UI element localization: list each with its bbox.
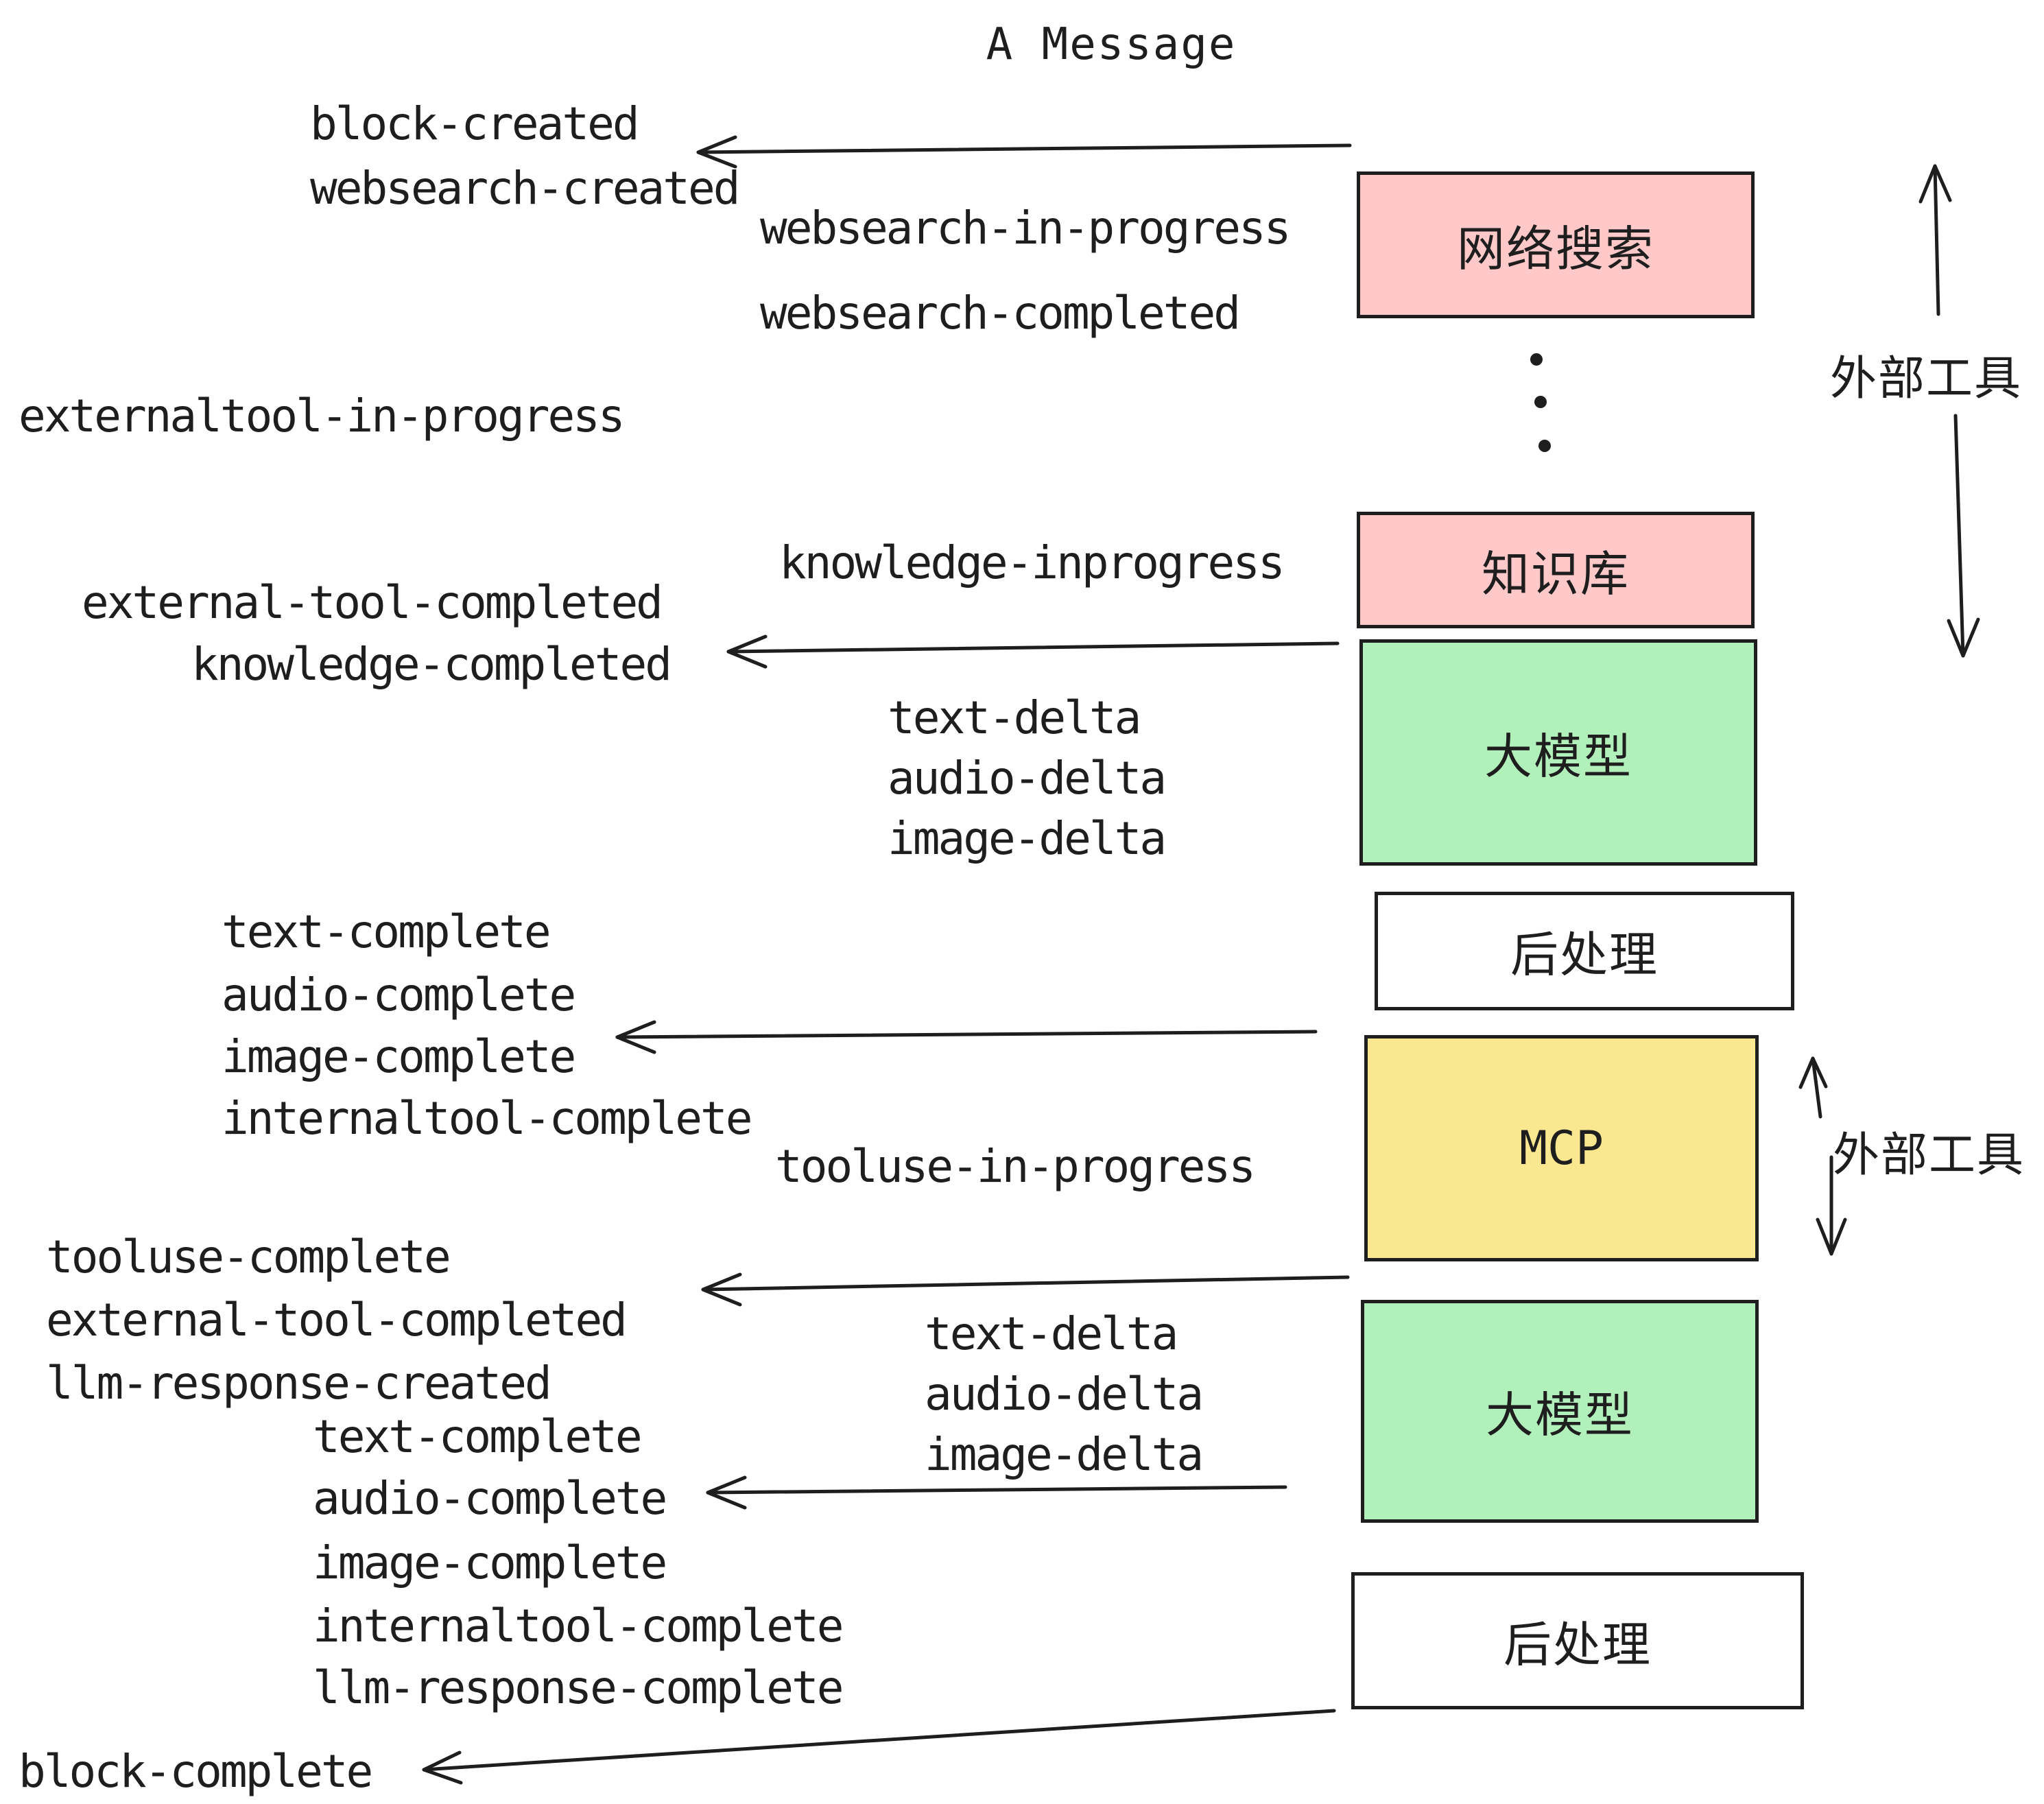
event-tooluse-complete: tooluse-complete bbox=[46, 1231, 451, 1283]
event-knowledge-inprogress: knowledge-inprogress bbox=[779, 536, 1285, 589]
arrow-to-block-created bbox=[696, 135, 1352, 169]
arrow-to-image-complete bbox=[615, 1020, 1318, 1054]
event-llm-response-created: llm-response-created bbox=[46, 1357, 552, 1410]
external-tools-label-1: 外部工具 bbox=[1830, 353, 2023, 405]
event-image-complete-2: image-complete bbox=[313, 1536, 667, 1589]
event-internaltool-complete-1: internaltool-complete bbox=[222, 1092, 752, 1145]
mcp-external-tools-up-arrow bbox=[1798, 1056, 1828, 1119]
event-tooluse-in-progress: tooluse-in-progress bbox=[775, 1140, 1256, 1193]
event-knowledge-completed: knowledge-completed bbox=[191, 638, 672, 691]
ellipsis-dots bbox=[1530, 353, 1551, 452]
event-image-complete-1: image-complete bbox=[222, 1030, 576, 1083]
box-postprocess-2-label: 后处理 bbox=[1504, 1617, 1652, 1672]
event-audio-delta-2: audio-delta bbox=[925, 1368, 1204, 1421]
event-websearch-in-progress: websearch-in-progress bbox=[760, 202, 1291, 254]
event-audio-complete-1: audio-complete bbox=[222, 969, 576, 1021]
arrow-to-knowledge-completed bbox=[726, 634, 1340, 669]
event-text-delta-2: text-delta bbox=[925, 1307, 1178, 1360]
event-external-tool-completed: external-tool-completed bbox=[82, 576, 663, 629]
box-postprocess-2: 后处理 bbox=[1351, 1572, 1804, 1709]
event-audio-delta-1: audio-delta bbox=[888, 752, 1167, 805]
box-llm-1-label: 大模型 bbox=[1484, 729, 1632, 783]
mcp-external-tools-down-arrow bbox=[1816, 1155, 1847, 1256]
page-title: A Message bbox=[986, 19, 1237, 70]
box-postprocess-1-label: 后处理 bbox=[1510, 928, 1659, 982]
box-postprocess-1: 后处理 bbox=[1375, 892, 1794, 1010]
box-llm-2-label: 大模型 bbox=[1486, 1388, 1634, 1442]
event-text-complete-1: text-complete bbox=[222, 905, 551, 958]
box-llm-1: 大模型 bbox=[1359, 639, 1757, 866]
event-websearch-completed: websearch-completed bbox=[760, 287, 1241, 340]
event-text-complete-2: text-complete bbox=[313, 1410, 643, 1463]
event-llm-response-complete: llm-response-complete bbox=[313, 1661, 844, 1714]
box-knowledge-base: 知识库 bbox=[1357, 512, 1755, 628]
arrow-to-audio-complete bbox=[706, 1475, 1287, 1510]
external-tools-label-2: 外部工具 bbox=[1833, 1129, 2025, 1181]
event-websearch-created: websearch-created bbox=[310, 162, 741, 215]
box-knowledge-base-label: 知识库 bbox=[1482, 547, 1630, 601]
arrow-to-block-complete bbox=[422, 1709, 1336, 1785]
external-tools-up-arrow bbox=[1918, 164, 1952, 316]
event-text-delta-1: text-delta bbox=[888, 691, 1141, 744]
event-image-delta-1: image-delta bbox=[888, 812, 1167, 865]
event-externaltool-in-progress: externaltool-in-progress bbox=[19, 390, 626, 442]
event-block-created: block-created bbox=[310, 97, 640, 150]
box-llm-2: 大模型 bbox=[1361, 1300, 1759, 1523]
external-tools-down-arrow bbox=[1947, 414, 1980, 658]
box-mcp-label: MCP bbox=[1519, 1121, 1604, 1176]
arrow-to-tooluse-complete bbox=[701, 1272, 1350, 1307]
event-audio-complete-2: audio-complete bbox=[313, 1472, 667, 1525]
box-websearch: 网络搜索 bbox=[1357, 171, 1755, 318]
event-image-delta-2: image-delta bbox=[925, 1428, 1204, 1481]
box-mcp: MCP bbox=[1364, 1035, 1759, 1261]
event-external-tool-completed-2: external-tool-completed bbox=[46, 1294, 628, 1346]
box-websearch-label: 网络搜索 bbox=[1457, 222, 1654, 276]
event-block-complete: block-complete bbox=[19, 1745, 373, 1798]
event-internaltool-complete-2: internaltool-complete bbox=[313, 1600, 844, 1652]
